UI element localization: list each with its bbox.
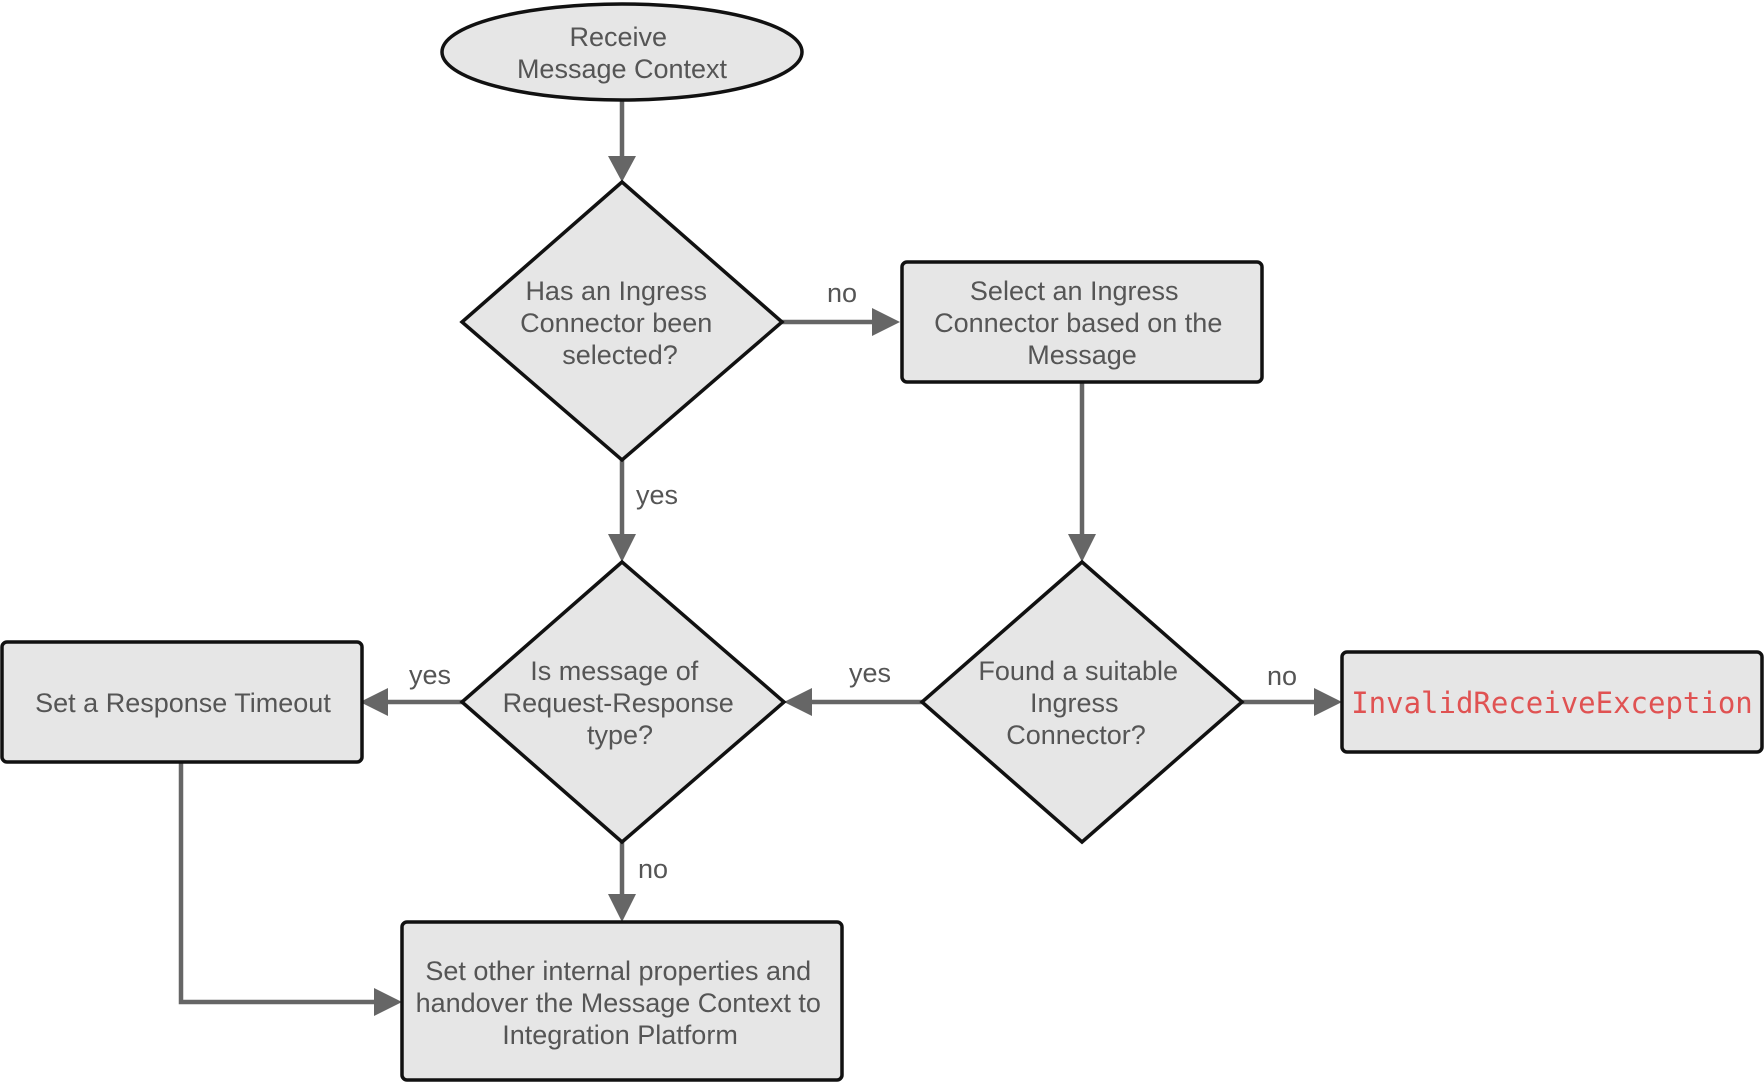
start-ellipse — [440, 2, 804, 102]
process-box — [900, 260, 1264, 384]
edge-label-selected-no: no — [827, 278, 857, 308]
process-select-connector: Select an Ingress Connector based on the… — [900, 260, 1264, 384]
process-line: Connector based on the — [934, 308, 1222, 338]
edge-label-found-yes: yes — [849, 658, 891, 688]
edge-label-selected-yes: yes — [636, 480, 678, 510]
decision-line: type? — [587, 720, 653, 750]
arrowhead-icon — [360, 688, 388, 716]
process-box — [0, 640, 364, 764]
start-node-text: Receive Message Context — [517, 22, 728, 84]
process-line: Integration Platform — [502, 1020, 738, 1050]
decision-request-response-text: Is message of Request-Response type? — [503, 656, 742, 750]
exception-box — [1340, 650, 1764, 754]
arrowhead-icon — [872, 308, 900, 336]
connectors — [178, 100, 1342, 1016]
decision-line: Found a suitable — [978, 656, 1178, 686]
process-set-timeout-text: Set a Response Timeout — [35, 688, 331, 718]
edge-label-request-response-no: no — [638, 854, 668, 884]
arrowhead-icon — [374, 988, 402, 1016]
process-set-timeout: Set a Response Timeout — [0, 640, 364, 764]
decision-connector-found: Found a suitable Ingress Connector? — [919, 559, 1245, 845]
start-node: Receive Message Context — [440, 2, 804, 102]
start-node-line: Message Context — [517, 54, 728, 84]
process-line: handover the Message Context to — [416, 988, 821, 1018]
decision-line: Request-Response — [503, 688, 734, 718]
exception-node: InvalidReceiveException — [1340, 650, 1764, 754]
start-node-line: Receive — [569, 22, 667, 52]
process-line: Select an Ingress — [970, 276, 1179, 306]
arrowhead-icon — [608, 156, 636, 182]
exception-node-text: InvalidReceiveException — [1351, 686, 1753, 720]
arrowhead-icon — [608, 534, 636, 562]
edge-timeout-to-handover — [178, 762, 378, 1005]
arrowhead-icon — [784, 688, 812, 716]
process-select-connector-text: Select an Ingress Connector based on the… — [934, 276, 1230, 370]
decision-request-response: Is message of Request-Response type? — [459, 559, 787, 845]
decision-line: Is message of — [530, 656, 699, 686]
decision-line: Connector been — [520, 308, 712, 338]
process-handover: Set other internal properties and handov… — [400, 920, 844, 1082]
decision-line: Connector? — [1006, 720, 1146, 750]
process-line: Set other internal properties and — [425, 956, 811, 986]
edge-label-request-response-yes: yes — [409, 660, 451, 690]
decision-line: Ingress — [1030, 688, 1119, 718]
decision-diamond — [459, 179, 785, 463]
decision-line: selected? — [562, 340, 678, 370]
decision-diamond — [919, 559, 1245, 845]
decision-connector-selected: Has an Ingress Connector been selected? — [459, 179, 785, 463]
arrowhead-icon — [1068, 534, 1096, 562]
process-box — [400, 920, 844, 1082]
decision-connector-selected-text: Has an Ingress Connector been selected? — [520, 276, 720, 370]
process-line: Message — [1027, 340, 1137, 370]
edge-label-found-no: no — [1267, 661, 1297, 691]
arrowhead-icon — [1314, 688, 1342, 716]
process-handover-text: Set other internal properties and handov… — [416, 956, 829, 1050]
edge-labels: no yes yes no yes no — [409, 278, 1297, 884]
decision-line: Has an Ingress — [525, 276, 707, 306]
decision-connector-found-text: Found a suitable Ingress Connector? — [978, 656, 1185, 750]
arrowhead-icon — [608, 894, 636, 922]
decision-diamond — [459, 559, 787, 845]
